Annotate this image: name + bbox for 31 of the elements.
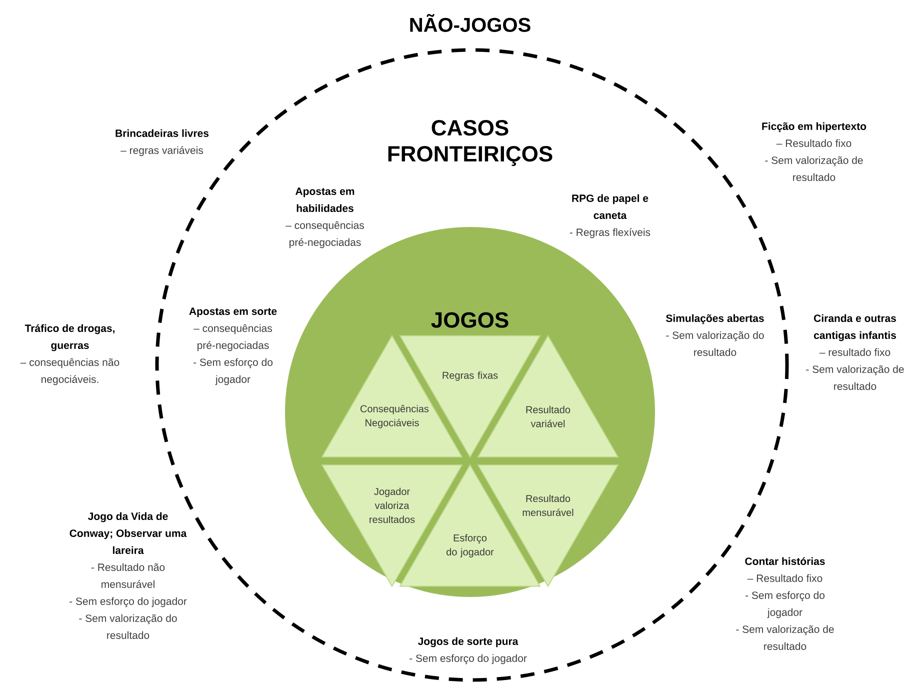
property-note: – Resultado fixo [747,574,822,582]
category-title: Ficção em hipertexto [762,122,866,132]
category-title: RPG de papel e caneta [572,194,648,219]
property-note: - Resultado não mensurável [91,563,165,588]
property-note: - Regras flexíveis [570,228,650,238]
category-title: Apostas em habilidades [296,188,354,212]
property-note: – consequências pré-negociadas [194,324,272,352]
property-note: – consequências não negociáveis. [20,358,120,386]
property-note: - Sem esforço do jogador [70,597,187,608]
category-title: Simulações abertas [666,314,764,324]
region-title: CASOS FRONTEIRIÇOS [388,120,552,166]
category-title: Contar histórias [745,557,825,565]
property-note: – consequências pré-negociadas [286,221,364,248]
category-title: Apostas em sorte [189,308,277,318]
category-title: Brincadeiras livres [116,129,209,137]
property-note: - Sem valorização de resultado [806,365,904,390]
property-note: - Sem valorização do resultado [666,331,764,356]
category-title: Jogos de sorte pura [418,637,518,648]
property-note: – Resultado fixo [776,139,852,147]
property-note: - Sem valorização de resultado [765,156,863,181]
category-title: Tráfico de drogas, guerras [24,324,115,352]
property-note: - Sem valorização do resultado [79,614,177,639]
property-note: – resultado fixo [819,348,890,356]
category-title: Jogo da Vida de Conway; Observar uma lareira [70,512,187,554]
property-note: - Sem esforço do jogador [410,654,527,664]
property-note: - Sem esforço do jogador [194,358,273,386]
property-note: - Sem valorização de resultado [736,625,834,650]
property-note: - Sem esforço do jogador [746,591,825,618]
region-title: NÃO-JOGOS [410,14,530,32]
property-note: – regras variáveis [120,146,204,156]
category-title: Ciranda e outras cantigas infantis [814,314,896,342]
